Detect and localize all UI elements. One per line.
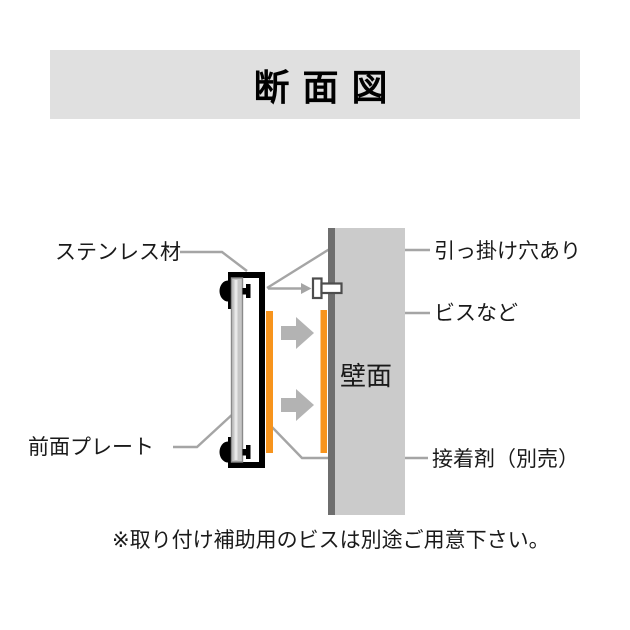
push-arrow-icon-bottom [281,389,314,421]
screw-nub-bottom-shaft [242,449,249,456]
footnote: ※取り付け補助用のビスは別途ご用意下さい。 [112,529,550,552]
screw-nub-top-shaft [242,288,249,295]
wall-screw-shaft [320,282,343,295]
label-wall: 壁面 [340,361,393,391]
adhesive-strip-wall [320,310,327,453]
diagram-title: 断面図 [253,66,401,108]
adhesive-strip-plate [266,311,273,453]
label-front-plate: 前面プレート [28,436,154,459]
wall-surface-edge [328,228,335,515]
push-arrow-icon-top [281,317,314,349]
screw-nub-bottom-cap [246,445,251,459]
leader-line-front-plate [173,411,236,449]
title-bar: 断面図 [50,50,580,119]
small-right-arrow-icon [301,283,312,294]
wall-screw-head [311,277,323,300]
front-plate-highlight [234,280,238,460]
leader-line-stainless [180,250,248,272]
label-adhesive: 接着剤（別売） [432,448,579,471]
label-hanging-hole: 引っ掛け穴あり [434,240,581,263]
screw-nub-top-cap [246,284,251,298]
label-stainless: ステンレス材 [55,241,181,264]
wall-body [335,228,405,515]
label-screws: ビスなど [434,302,518,325]
